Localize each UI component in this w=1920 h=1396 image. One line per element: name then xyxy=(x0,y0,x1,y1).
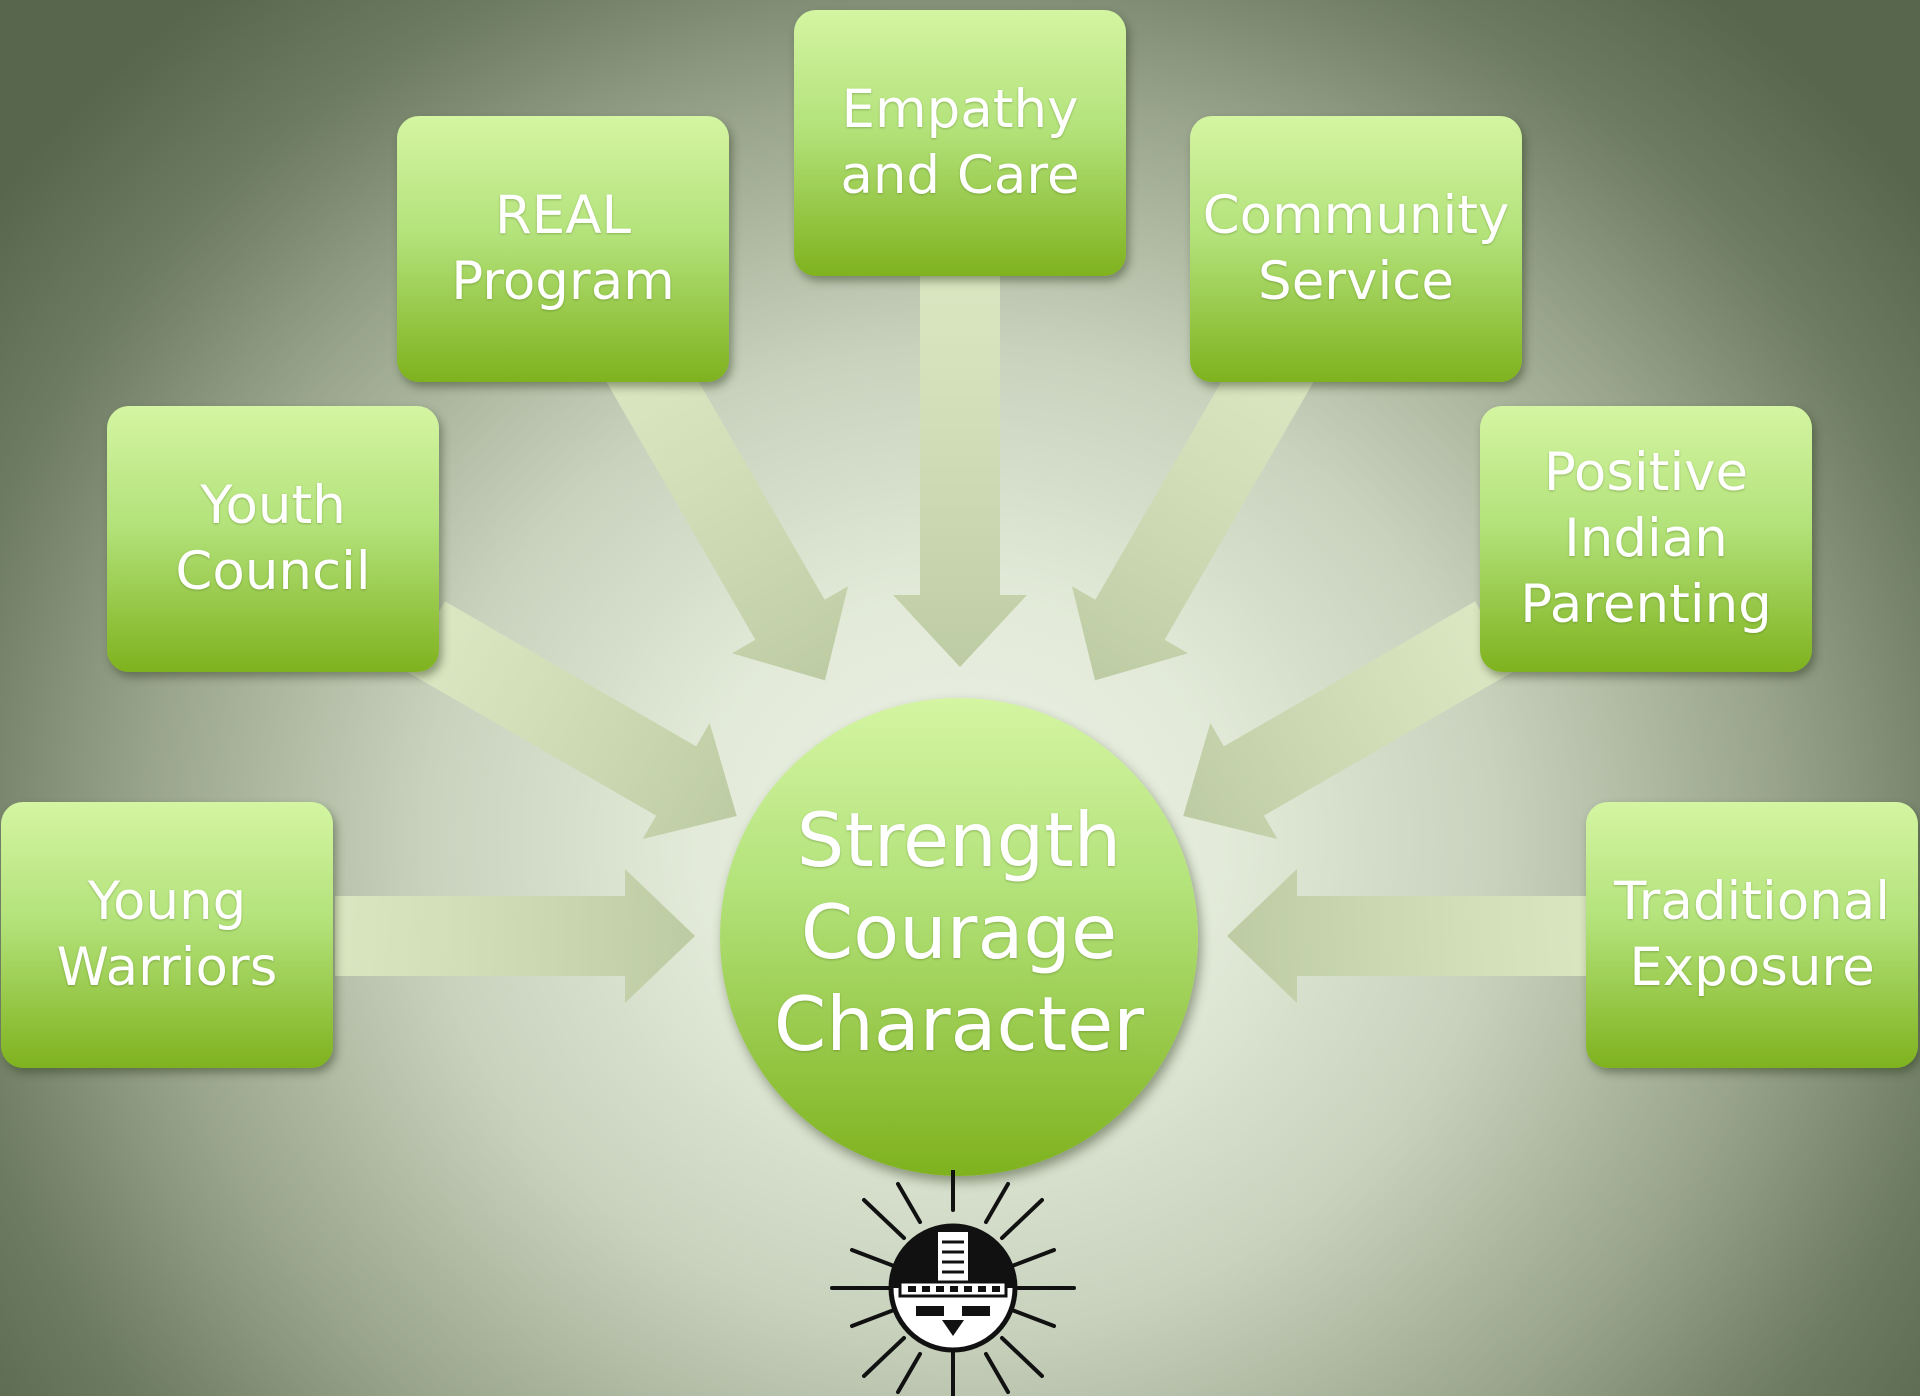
arrow-young-warriors xyxy=(335,869,695,1003)
node-label: Youth Council xyxy=(175,475,371,602)
node-positive-indian-parenting: Positive Indian Parenting xyxy=(1480,406,1812,672)
node-label: Traditional Exposure xyxy=(1614,871,1890,998)
arrow-traditional-exposure xyxy=(1227,869,1587,1003)
arrow-community-service xyxy=(1071,340,1315,681)
arrow-youth-council xyxy=(405,601,737,840)
node-label: Positive Indian Parenting xyxy=(1520,442,1772,635)
sun-face-icon xyxy=(830,1170,1076,1396)
node-label: Community Service xyxy=(1202,185,1510,312)
node-empathy-and-care: Empathy and Care xyxy=(794,10,1126,276)
node-label: Empathy and Care xyxy=(840,79,1080,206)
node-traditional-exposure: Traditional Exposure xyxy=(1586,802,1918,1068)
arrow-empathy-and-care xyxy=(893,275,1027,667)
node-real-program: REAL Program xyxy=(397,116,729,382)
node-young-warriors: Young Warriors xyxy=(1,802,333,1068)
arrow-positive-indian-parenting xyxy=(1183,601,1515,840)
node-label: Young Warriors xyxy=(56,871,278,998)
arrow-real-program xyxy=(605,340,849,681)
node-community-service: Community Service xyxy=(1190,116,1522,382)
center-hub: Strength Courage Character xyxy=(720,698,1198,1176)
node-youth-council: Youth Council xyxy=(107,406,439,672)
center-label: Strength Courage Character xyxy=(773,796,1145,1068)
node-label: REAL Program xyxy=(451,185,675,312)
